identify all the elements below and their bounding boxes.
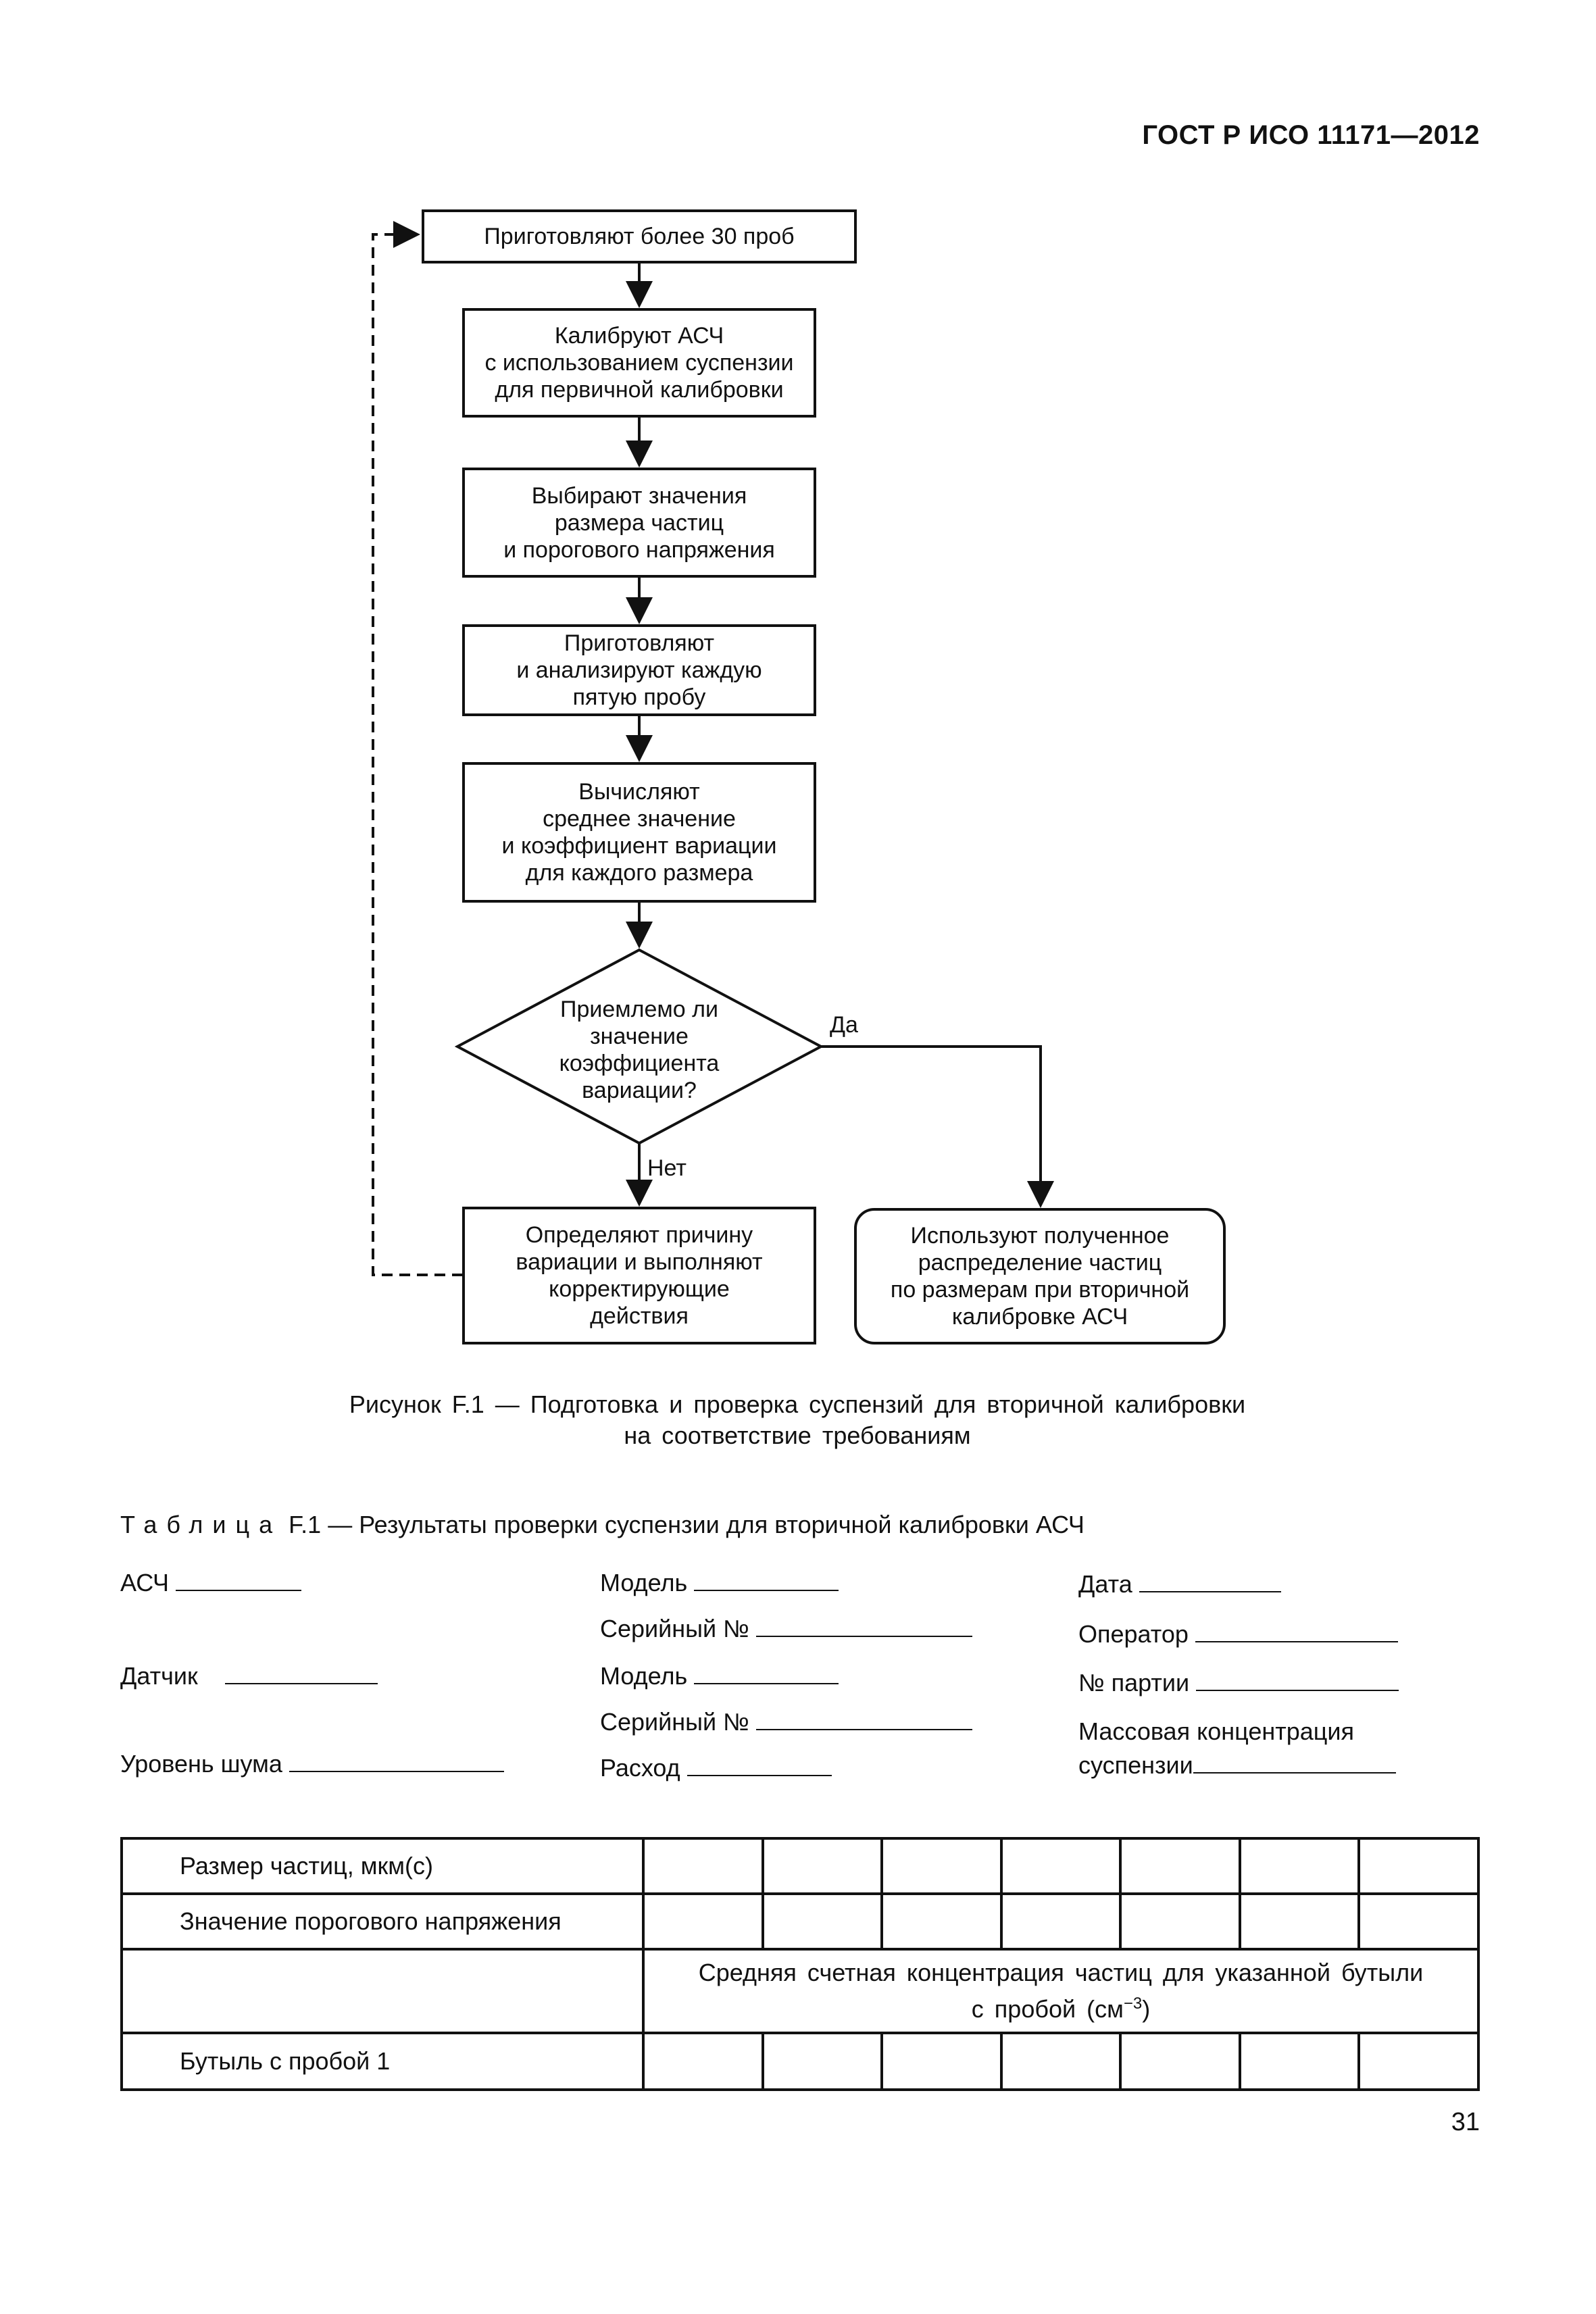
- table-cell: [880, 1892, 1003, 1951]
- field-mass-concentration: суспензии: [1078, 1751, 1396, 1780]
- table-cell: [1119, 1837, 1241, 1895]
- decision-question: Приемлемо ли значение коэффициента вариа…: [559, 997, 720, 1103]
- table-cell: [642, 1892, 764, 1951]
- feedback-dashed-loop: [372, 221, 463, 1276]
- table-cell: [1119, 2032, 1241, 2091]
- table-cell: [1357, 1837, 1480, 1895]
- table-cell: [761, 1892, 884, 1951]
- row-label-threshold-voltage: Значение порогового напряжения: [120, 1892, 645, 1951]
- step-corrective-action: Определяют причину вариации и выполняют …: [462, 1207, 816, 1344]
- table-cell: [642, 1837, 764, 1895]
- document-header: ГОСТ Р ИСО 11171—2012: [1142, 120, 1480, 150]
- page-number: 31: [1451, 2108, 1480, 2136]
- field-mass-concentration-label: Массовая концентрация: [1078, 1717, 1355, 1745]
- table-cell: [1119, 1892, 1241, 1951]
- step-analyze-fifth: Приготовляют и анализируют каждую пятую …: [462, 624, 816, 716]
- step-use-distribution: Используют полученное распределение част…: [854, 1208, 1226, 1344]
- step-select-values: Выбирают значения размера частиц и порог…: [462, 468, 816, 578]
- step-prepare-samples: Приготовляют более 30 проб: [422, 209, 857, 263]
- table-cell: [1238, 1837, 1361, 1895]
- table-cell: [1238, 2032, 1361, 2091]
- figure-caption-line1: Рисунок F.1 — Подготовка и проверка сусп…: [349, 1390, 1246, 1418]
- table-cell: [761, 2032, 884, 2091]
- table-row: Значение порогового напряжения: [120, 1892, 1480, 1951]
- field-flow-rate: Расход: [600, 1754, 832, 1782]
- mean-concentration-header-line2: с пробой (см: [971, 1995, 1124, 2023]
- field-noise-level: Уровень шума: [120, 1750, 504, 1778]
- field-operator: Оператор: [1078, 1620, 1398, 1649]
- table-row: Средняя счетная концентрация частиц для …: [120, 1948, 1480, 2034]
- table-title-text: F.1 — Результаты проверки суспензии для …: [289, 1511, 1084, 1538]
- step-compute-stats: Вычисляют среднее значение и коэффициент…: [462, 762, 816, 903]
- field-model-1: Модель: [600, 1569, 839, 1597]
- results-table: Размер частиц, мкм(c) Значение пороговог…: [120, 1837, 1480, 2091]
- table-cell: [642, 2032, 764, 2091]
- field-date: Дата: [1078, 1570, 1281, 1599]
- field-model-2: Модель: [600, 1662, 839, 1690]
- table-cell: [999, 1837, 1122, 1895]
- mean-concentration-header-close: ): [1142, 1995, 1151, 2023]
- no-label: Нет: [647, 1155, 687, 1181]
- yes-label: Да: [830, 1012, 858, 1038]
- table-row: Бутыль с пробой 1: [120, 2032, 1480, 2091]
- table-cell: [880, 1837, 1003, 1895]
- field-sensor: Датчик: [120, 1662, 378, 1690]
- unit-exponent: −3: [1123, 1994, 1143, 2013]
- row-label-sample-bottle-1: Бутыль с пробой 1: [120, 2032, 645, 2091]
- table-cell: [999, 2032, 1122, 2091]
- arrow-decision-yes: [821, 1045, 1054, 1208]
- table-title-prefix: Таблица: [120, 1511, 282, 1538]
- table-cell: [1238, 1892, 1361, 1951]
- table-cell: [761, 1837, 884, 1895]
- mean-concentration-header-line1: Средняя счетная концентрация частиц для …: [698, 1959, 1424, 1986]
- field-asch: АСЧ: [120, 1569, 302, 1597]
- table-cell-empty: [120, 1948, 645, 2034]
- table-cell: [880, 2032, 1003, 2091]
- field-serial-1: Серийный №: [600, 1615, 972, 1643]
- field-serial-2: Серийный №: [600, 1708, 972, 1736]
- table-title: Таблица F.1 — Результаты проверки суспен…: [120, 1511, 1084, 1539]
- table-cell: [1357, 1892, 1480, 1951]
- table-cell: [999, 1892, 1122, 1951]
- step-calibrate: Калибруют АСЧ с использованием суспензии…: [462, 308, 816, 418]
- table-cell: [1357, 2032, 1480, 2091]
- field-batch: № партии: [1078, 1669, 1399, 1697]
- mean-concentration-header: Средняя счетная концентрация частиц для …: [642, 1948, 1480, 2034]
- figure-caption-line2: на соответствие требованиям: [624, 1422, 971, 1449]
- row-label-particle-size: Размер частиц, мкм(c): [120, 1837, 645, 1895]
- table-row: Размер частиц, мкм(c): [120, 1837, 1480, 1895]
